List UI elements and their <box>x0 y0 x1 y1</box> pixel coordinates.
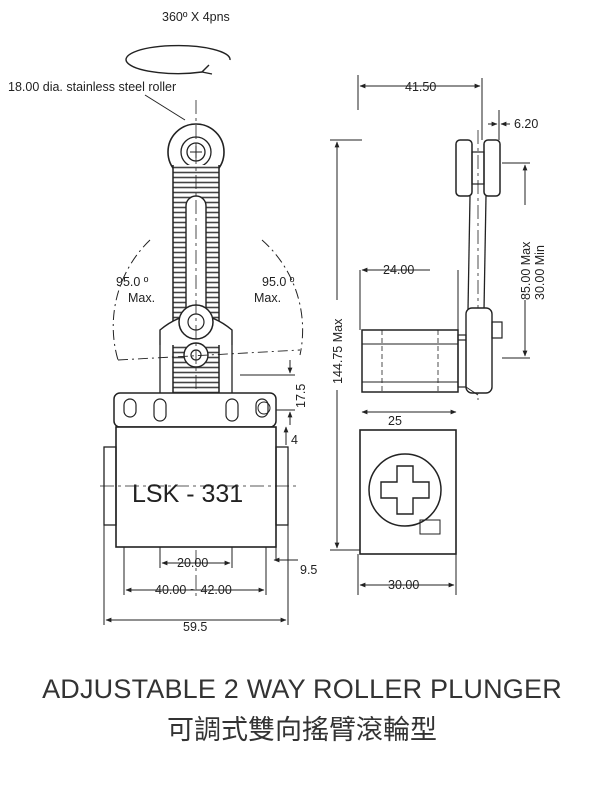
dim-4: 4 <box>291 433 298 447</box>
side-view <box>330 75 530 595</box>
angle-left-max: Max. <box>128 291 155 305</box>
dim-30-min: 30.00 Min <box>533 245 547 300</box>
roller-note: 18.00 dia. stainless steel roller <box>8 80 176 94</box>
dim-40-42: 40.00 ~ 42.00 <box>155 583 232 597</box>
model-label: LSK - 331 <box>132 480 243 508</box>
angle-arc-left <box>112 239 151 361</box>
dim-41-5: 41.50 <box>405 80 436 94</box>
dim-20: 20.00 <box>177 556 208 570</box>
switch-body <box>100 426 300 548</box>
angle-right-label: 95.0 º <box>262 275 295 289</box>
angle-arc-right <box>261 239 304 356</box>
angle-right-max: Max. <box>254 291 281 305</box>
front-view <box>100 44 304 625</box>
body-side <box>359 429 457 555</box>
angle-left-label: 95.0 º <box>116 275 149 289</box>
dim-17-5: 17.5 <box>294 384 308 408</box>
dim-24: 24.00 <box>383 263 414 277</box>
dim-6-2: 6.20 <box>514 117 538 131</box>
roller-leader <box>144 94 186 121</box>
caption-title-chinese: 可調式雙向搖臂滾輪型 <box>167 715 437 746</box>
rotation-arrow <box>125 44 231 75</box>
dim-9-5: 9.5 <box>300 563 317 577</box>
dim-85-max: 85.00 Max <box>519 241 533 300</box>
dim-25: 25 <box>388 414 402 428</box>
head-block <box>361 329 479 396</box>
caption-title-english: ADJUSTABLE 2 WAY ROLLER PLUNGER <box>42 674 562 704</box>
bottom-dimensions <box>103 525 298 625</box>
dim-17-5-lines <box>240 360 295 445</box>
dim-59-5: 59.5 <box>183 620 207 634</box>
arm-side <box>458 195 503 394</box>
dim-30: 30.00 <box>388 578 419 592</box>
rotation-note: 360º X 4pns <box>162 10 230 24</box>
dim-144-75: 144.75 Max <box>331 318 345 384</box>
drawing-labels: 360º X 4pns 18.00 dia. stainless steel r… <box>8 10 547 634</box>
mounting-flange <box>113 392 277 428</box>
